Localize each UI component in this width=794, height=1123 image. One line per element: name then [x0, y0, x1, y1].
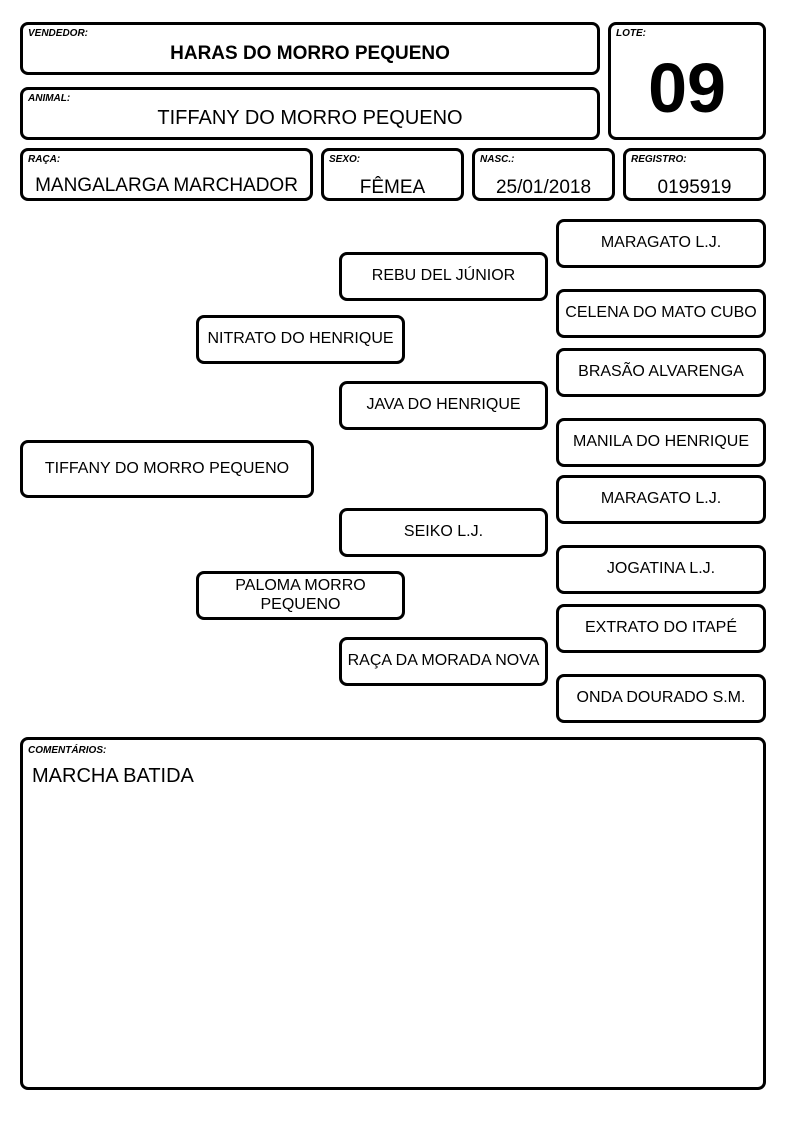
pedigree-sire-sire: REBU DEL JÚNIOR: [339, 252, 548, 301]
pedigree-ggp-4: MANILA DO HENRIQUE: [556, 418, 766, 467]
pedigree-ggp-2: CELENA DO MATO CUBO: [556, 289, 766, 338]
lote-label: LOTE:: [616, 28, 646, 39]
pedigree-ggp-2-name: CELENA DO MATO CUBO: [565, 304, 757, 322]
pedigree-ggp-5-name: MARAGATO L.J.: [600, 490, 722, 508]
raca-label: RAÇA:: [28, 154, 61, 165]
comments-box: COMENTÁRIOS: MARCHA BATIDA: [20, 737, 766, 1090]
pedigree-dam-sire: SEIKO L.J.: [339, 508, 548, 557]
comments-label: COMENTÁRIOS:: [28, 745, 107, 756]
pedigree-ggp-3-name: BRASÃO ALVARENGA: [578, 363, 744, 381]
pedigree-ggp-1: MARAGATO L.J.: [556, 219, 766, 268]
pedigree-sire-sire-name: REBU DEL JÚNIOR: [371, 267, 516, 285]
pedigree-dam-name: PALOMA MORRO PEQUENO: [235, 577, 366, 613]
pedigree-dam: PALOMA MORRO PEQUENO: [196, 571, 405, 620]
animal-value: TIFFANY DO MORRO PEQUENO: [157, 107, 463, 129]
registro-label: REGISTRO:: [631, 154, 687, 165]
animal-label: ANIMAL:: [28, 93, 71, 104]
pedigree-ggp-5: MARAGATO L.J.: [556, 475, 766, 524]
registro-value: 0195919: [657, 177, 732, 198]
animal-box: ANIMAL: TIFFANY DO MORRO PEQUENO: [20, 87, 600, 140]
sexo-label: SEXO:: [329, 154, 361, 165]
pedigree-ggp-1-name: MARAGATO L.J.: [600, 234, 722, 252]
vendedor-label: VENDEDOR:: [28, 28, 89, 39]
vendedor-box: VENDEDOR: HARAS DO MORRO PEQUENO: [20, 22, 600, 75]
lote-value: 09: [648, 49, 726, 127]
comments-value: MARCHA BATIDA: [32, 765, 194, 787]
registro-box: REGISTRO: 0195919: [623, 148, 766, 201]
pedigree-ggp-8-name: ONDA DOURADO S.M.: [576, 689, 746, 707]
sexo-box: SEXO: FÊMEA: [321, 148, 464, 201]
pedigree-animal: TIFFANY DO MORRO PEQUENO: [20, 440, 314, 498]
pedigree-ggp-8: ONDA DOURADO S.M.: [556, 674, 766, 723]
pedigree-ggp-6: JOGATINA L.J.: [556, 545, 766, 594]
pedigree-ggp-7-name: EXTRATO DO ITAPÉ: [584, 619, 738, 637]
vendedor-value: HARAS DO MORRO PEQUENO: [170, 43, 450, 64]
lote-box: LOTE: 09: [608, 22, 766, 140]
pedigree-dam-dam: RAÇA DA MORADA NOVA: [339, 637, 548, 686]
pedigree-ggp-3: BRASÃO ALVARENGA: [556, 348, 766, 397]
nasc-box: NASC.: 25/01/2018: [472, 148, 615, 201]
sexo-value: FÊMEA: [359, 177, 426, 198]
nasc-label: NASC.:: [480, 154, 515, 165]
pedigree-dam-sire-name: SEIKO L.J.: [403, 523, 484, 541]
nasc-value: 25/01/2018: [495, 177, 592, 198]
pedigree-sire: NITRATO DO HENRIQUE: [196, 315, 405, 364]
pedigree-ggp-6-name: JOGATINA L.J.: [606, 560, 716, 578]
raca-box: RAÇA: MANGALARGA MARCHADOR: [20, 148, 313, 201]
raca-value: MANGALARGA MARCHADOR: [35, 175, 298, 196]
pedigree-sire-dam: JAVA DO HENRIQUE: [339, 381, 548, 430]
pedigree-sire-name: NITRATO DO HENRIQUE: [207, 330, 394, 348]
pedigree-animal-name: TIFFANY DO MORRO PEQUENO: [44, 459, 290, 477]
pedigree-ggp-4-name: MANILA DO HENRIQUE: [572, 433, 750, 451]
pedigree-dam-dam-name: RAÇA DA MORADA NOVA: [347, 652, 540, 670]
pedigree-ggp-7: EXTRATO DO ITAPÉ: [556, 604, 766, 653]
pedigree-sire-dam-name: JAVA DO HENRIQUE: [366, 396, 521, 414]
